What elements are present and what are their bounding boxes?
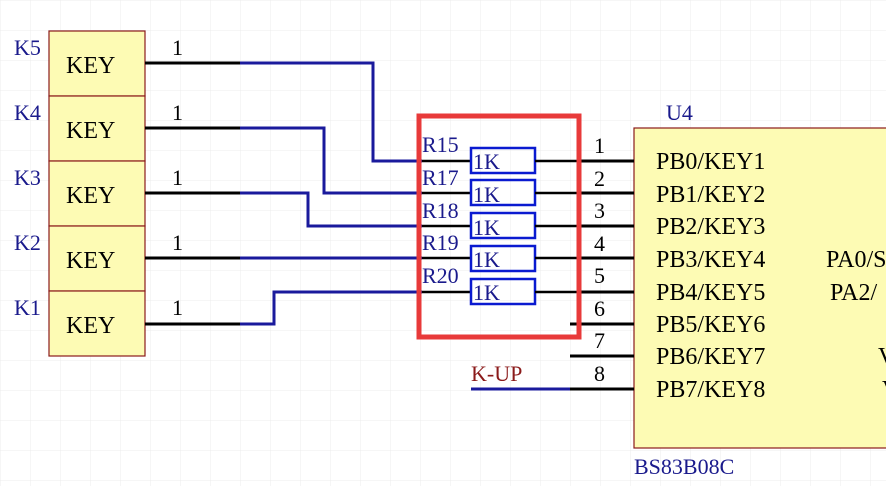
resistor-designator: R19 [422,230,459,255]
resistor-value: 1K [473,182,500,207]
wire-k3-r18[interactable] [240,191,422,228]
key-designator: K4 [14,100,41,125]
wires-key-to-resistor [240,61,422,326]
resistor-designator: R15 [422,132,459,157]
resistor-value: 1K [473,247,500,272]
resistor-value: 1K [473,215,500,240]
key-label: KEY [66,313,115,339]
key-body [48,290,146,357]
ic-pin-number: 2 [594,166,605,191]
resistor-r18[interactable]: R18 1K [422,198,578,240]
wire-k4-r17[interactable] [240,126,422,195]
key-label: KEY [66,248,115,274]
key-switch-k5[interactable]: K5 KEY 1 [14,30,240,97]
ic-right-pin-name: V [882,377,886,403]
resistor-r15[interactable]: R15 1K [422,132,578,175]
key-pin-number: 1 [172,35,183,60]
ic-body [633,127,886,449]
ic-pin-number: 8 [594,361,605,386]
ic-part-number: BS83B08C [634,454,734,479]
ic-pin-number: 3 [594,198,605,223]
ic-pin-name: PB4/KEY5 [656,280,765,306]
resistor-r20[interactable]: R20 1K [422,263,578,306]
resistor-value: 1K [473,280,500,305]
key-switch-k1[interactable]: K1 KEY 1 [14,290,240,357]
ic-right-pin-name: PA0/S [826,247,886,273]
resistor-designator: R17 [422,165,459,190]
net-k-up[interactable]: K-UP [471,361,570,391]
ic-designator: U4 [666,100,693,125]
key-label: KEY [66,183,115,209]
ic-pin-number: 7 [594,328,605,353]
key-pin-number: 1 [172,230,183,255]
key-pin-number: 1 [172,295,183,320]
wire-k1-r20[interactable] [240,290,422,326]
ic-pin-name: PB2/KEY3 [656,214,765,240]
key-body [48,225,146,292]
wire-k5-r15[interactable] [240,61,422,163]
ic-pin-number: 6 [594,296,605,321]
key-pin-number: 1 [172,100,183,125]
ic-pin-number: 5 [594,263,605,288]
key-designator: K2 [14,230,41,255]
ic-pin-name: PB3/KEY4 [656,247,765,273]
resistor-r17[interactable]: R17 1K [422,165,578,207]
ic-pin-name: PB5/KEY6 [656,312,765,338]
resistor-r19[interactable]: R19 1K [422,230,578,273]
ic-pin-name: PB7/KEY8 [656,377,765,403]
highlight-box [416,113,582,340]
key-body [48,30,146,97]
resistor-value: 1K [473,149,500,174]
key-designator: K3 [14,165,41,190]
ic-pin-number: 4 [594,231,605,256]
ic-pin-name: PB1/KEY2 [656,182,765,208]
key-label: KEY [66,53,115,79]
key-switch-k4[interactable]: K4 KEY 1 [14,95,240,162]
ic-u4[interactable]: U4 BS83B08C 1 PB0/KEY1 2 PB1/KEY2 3 PB2/… [570,100,886,479]
key-pin-number: 1 [172,165,183,190]
ic-right-pin-name: PA2/ [830,280,877,306]
key-designator: K5 [14,35,41,60]
ic-pin-number: 1 [594,133,605,158]
key-label: KEY [66,118,115,144]
resistor-designator: R20 [422,263,459,288]
net-label: K-UP [471,361,522,386]
ic-pin-name: PB0/KEY1 [656,149,765,175]
ic-right-pin-name: V [878,344,886,370]
ic-pin-name: PB6/KEY7 [656,344,765,370]
key-designator: K1 [14,295,41,320]
resistor-designator: R18 [422,198,459,223]
key-switch-k2[interactable]: K2 KEY 1 [14,225,240,292]
